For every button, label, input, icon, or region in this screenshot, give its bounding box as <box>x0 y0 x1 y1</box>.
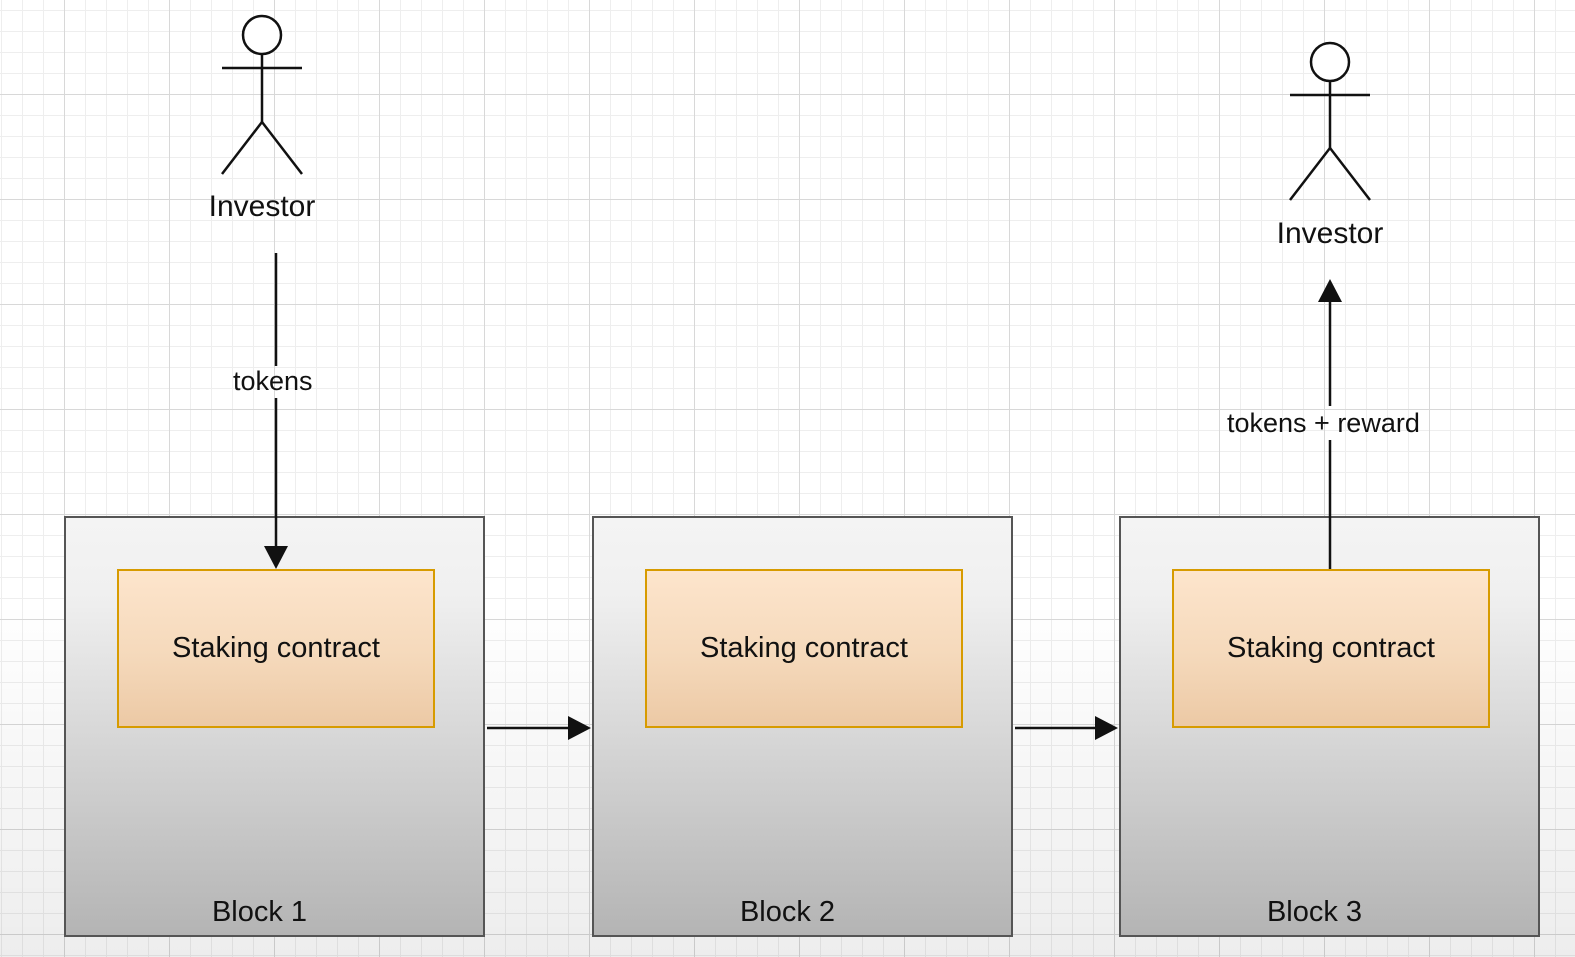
block-label: Block 2 <box>739 896 836 928</box>
staking-contract-1[interactable]: Staking contract <box>117 569 435 728</box>
staking-contract-3[interactable]: Staking contract <box>1172 569 1490 728</box>
block-2[interactable]: Staking contract Block 2 <box>592 516 1013 937</box>
block-label: Block 1 <box>211 896 308 928</box>
deposit-arrow[interactable] <box>264 253 288 569</box>
deposit-edge-label: tokens <box>233 366 313 396</box>
block-2-to-3-arrow[interactable] <box>1015 716 1118 740</box>
staking-contract-2[interactable]: Staking contract <box>645 569 963 728</box>
arrowhead-up-icon <box>1318 279 1342 302</box>
arrowhead-down-icon <box>264 546 288 569</box>
withdraw-edge-label: tokens + reward <box>1227 408 1420 438</box>
block-1-to-2-arrow[interactable] <box>487 716 591 740</box>
withdraw-arrow[interactable] <box>1318 279 1342 569</box>
investor-label: Investor <box>1276 217 1384 250</box>
block-label: Block 3 <box>1266 896 1363 928</box>
staking-contract-label: Staking contract <box>700 632 908 664</box>
staking-contract-label: Staking contract <box>172 632 380 664</box>
arrowhead-right-icon <box>1095 716 1118 740</box>
block-1[interactable]: Staking contract Block 1 <box>64 516 485 937</box>
investor-actor-icon[interactable] <box>1289 41 1371 201</box>
staking-contract-label: Staking contract <box>1227 632 1435 664</box>
investor-actor-icon[interactable] <box>221 14 303 175</box>
block-3[interactable]: Staking contract Block 3 <box>1119 516 1540 937</box>
investor-label: Investor <box>208 190 316 223</box>
arrowhead-right-icon <box>568 716 591 740</box>
